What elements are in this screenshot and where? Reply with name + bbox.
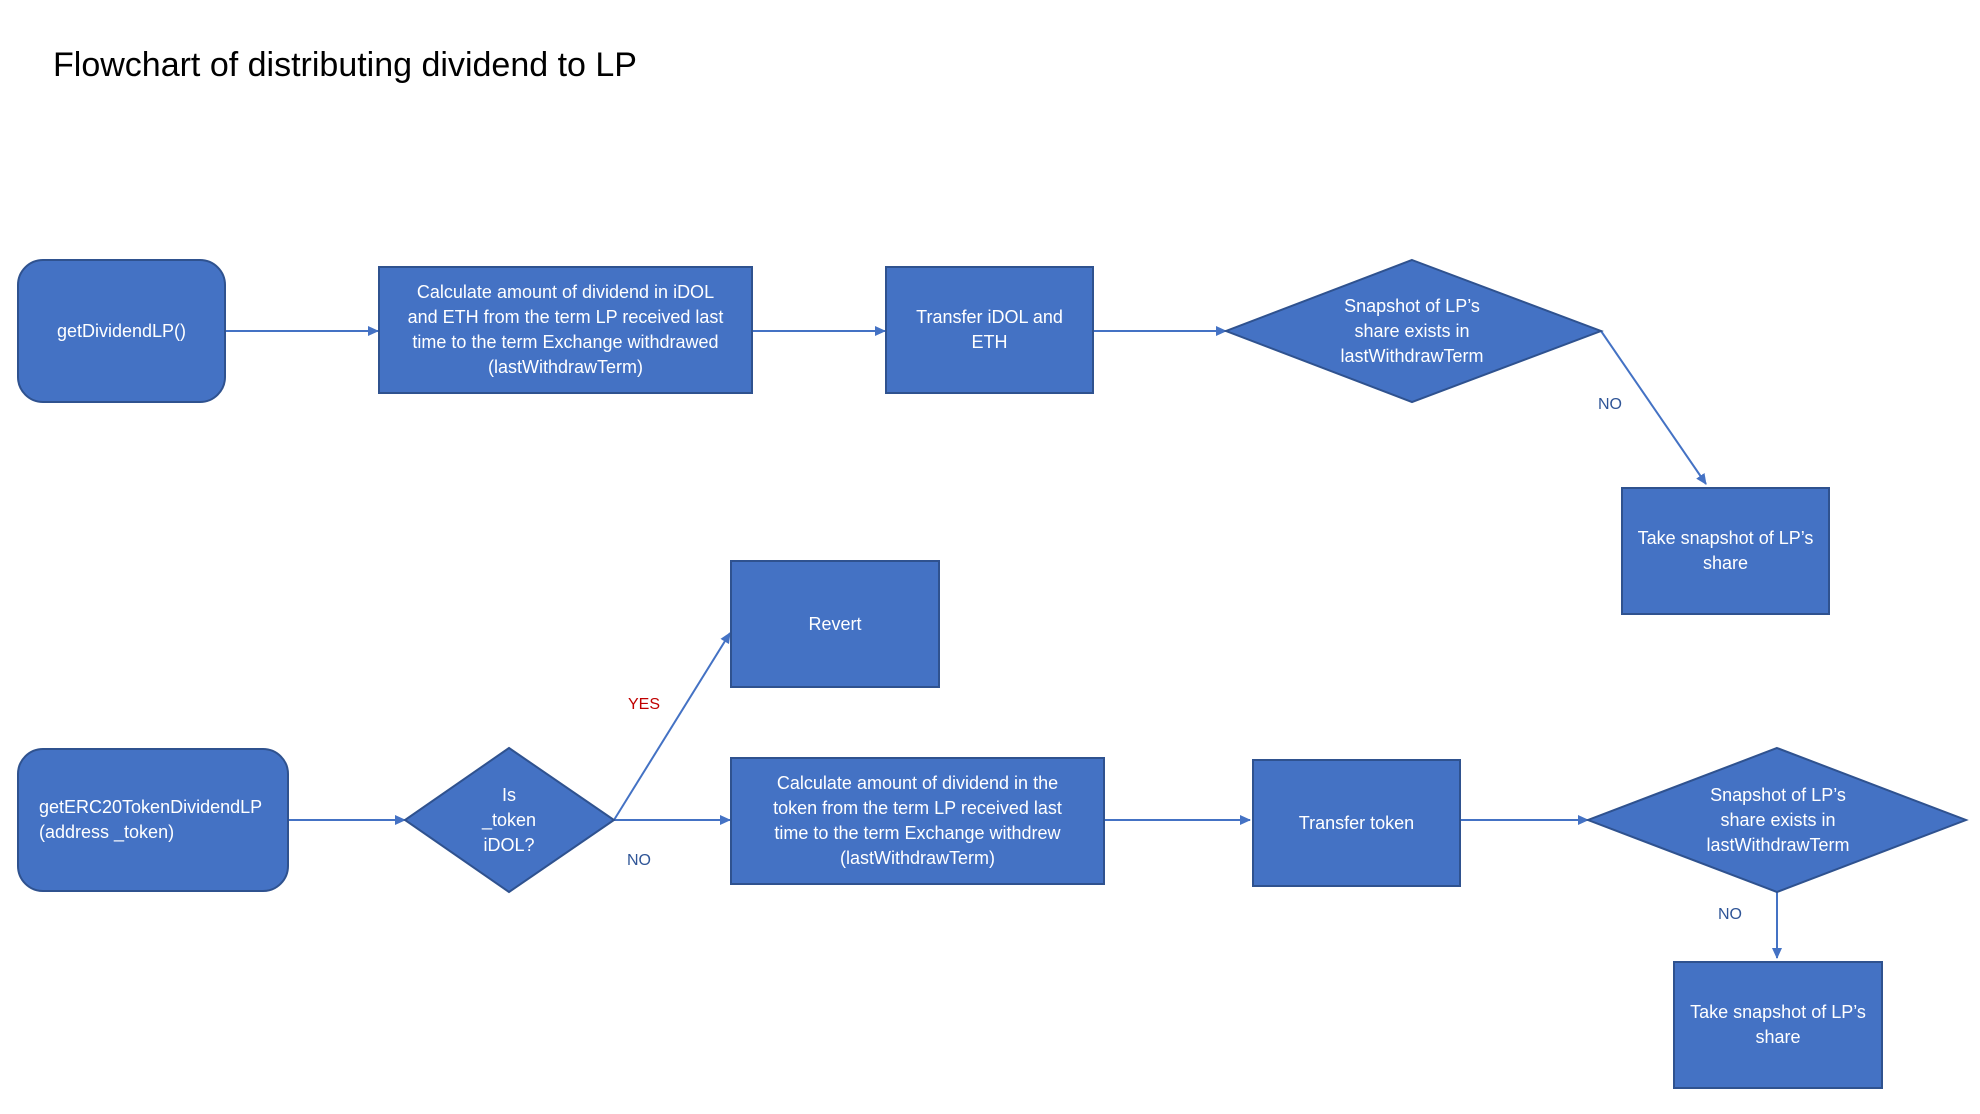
decision-snapshot-exists-top-shape bbox=[1223, 258, 1604, 404]
process-transfer-token: Transfer token bbox=[1252, 759, 1461, 887]
edge-label-no-snapshot-bottom: NO bbox=[1718, 906, 1742, 923]
connector-decision-token-to-revert bbox=[613, 632, 731, 821]
process-calculate-dividend-token: Calculate amount of dividend in the toke… bbox=[730, 757, 1105, 885]
process-calculate-dividend-idol-eth: Calculate amount of dividend in iDOL and… bbox=[378, 266, 753, 394]
edge-label-yes: YES bbox=[628, 696, 661, 713]
start-get-dividend-lp: getDividendLP() bbox=[17, 259, 226, 403]
connector-decision-to-snapshot-top bbox=[1600, 330, 1707, 485]
page-title: Flowchart of distributing dividend to LP bbox=[53, 46, 637, 84]
process-take-snapshot-bottom: Take snapshot of LP’s share bbox=[1673, 961, 1883, 1089]
decision-is-token-idol-shape bbox=[403, 746, 616, 894]
process-transfer-idol-eth: Transfer iDOL and ETH bbox=[885, 266, 1094, 394]
start-get-erc20-token-dividend-lp: getERC20TokenDividendLP (address _token) bbox=[17, 748, 289, 892]
edge-label-no-token: NO bbox=[627, 852, 651, 869]
edge-label-no-top: NO bbox=[1598, 396, 1622, 413]
process-take-snapshot-top: Take snapshot of LP’s share bbox=[1621, 487, 1830, 615]
decision-snapshot-exists-bottom-shape bbox=[1585, 746, 1969, 894]
process-revert: Revert bbox=[730, 560, 940, 688]
